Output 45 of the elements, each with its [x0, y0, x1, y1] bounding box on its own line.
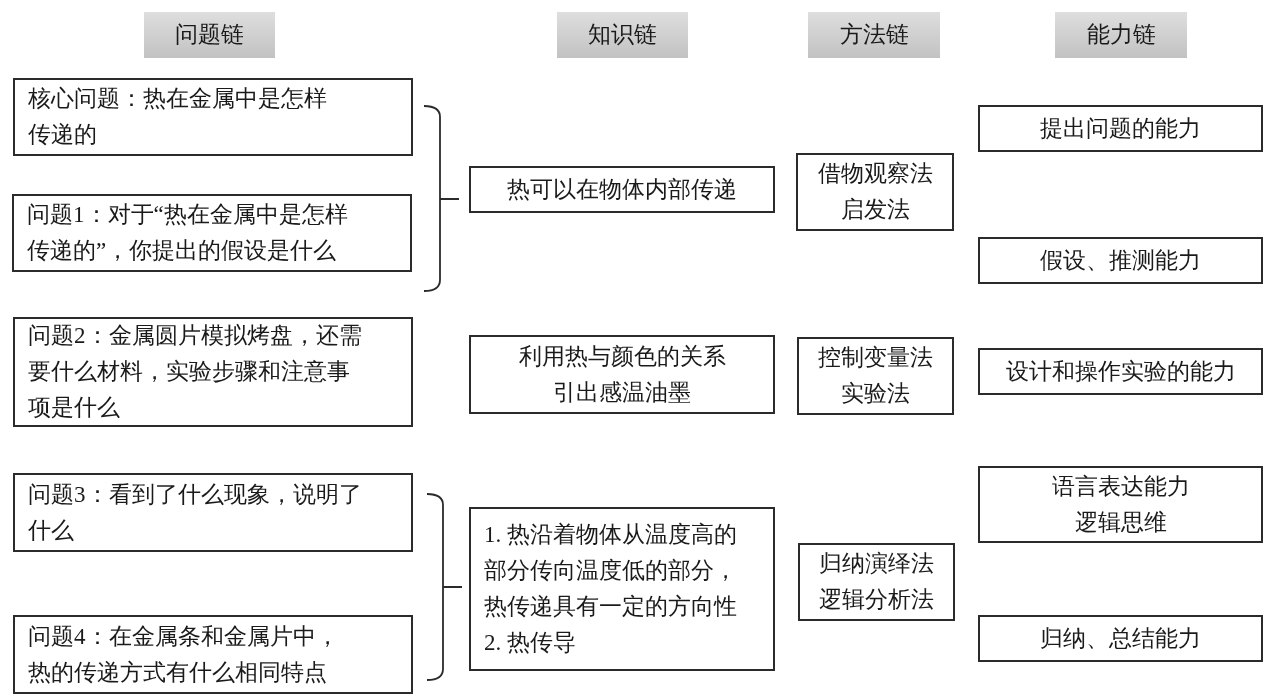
knowledge-box [469, 507, 775, 671]
ability-text: 语言表达能力 [1051, 472, 1190, 501]
column-header [1055, 12, 1187, 58]
header-text: 问题链 [175, 21, 244, 49]
ability-text: 设计和操作实验的能力 [1005, 357, 1236, 386]
ability-box [978, 615, 1263, 662]
question-box [13, 317, 413, 427]
method-text: 实验法 [841, 380, 910, 408]
method-box [797, 337, 954, 415]
question-text: 核心问题：热在金属中是怎样传递的 [28, 85, 328, 149]
knowledge-box [469, 166, 775, 213]
ability-box [978, 105, 1263, 152]
header-text: 方法链 [839, 21, 909, 49]
question-text: 问题3：看到了什么现象，说明了什么 [28, 480, 363, 545]
method-box [796, 153, 954, 231]
question-text: 问题1：对于“热在金属中是怎样传递的”，你提出的假设是什么 [27, 201, 349, 265]
column-header [557, 12, 688, 58]
header-text: 能力链 [1086, 21, 1156, 49]
method-text: 归纳演绎法 [819, 550, 934, 578]
knowledge-text: 热可以在物体内部传递 [507, 175, 737, 204]
ability-box [978, 237, 1263, 284]
question-box [13, 473, 413, 552]
knowledge-text: 利用热与颜色的关系引出感温油墨 [517, 342, 727, 407]
question-box [12, 194, 412, 272]
question-box [13, 78, 413, 156]
ability-text: 提出问题的能力 [1040, 114, 1201, 143]
method-text: 启发法 [840, 196, 910, 224]
question-text: 问题4：在金属条和金属片中，热的传递方式有什么相同特点 [28, 622, 340, 687]
question-box [13, 615, 413, 694]
knowledge-box [469, 335, 775, 414]
question-text: 问题2：金属圆片模拟烤盘，还需要什么材料，实验步骤和注意事项是什么 [28, 322, 363, 422]
column-header [808, 12, 940, 58]
column-header [144, 12, 275, 58]
ability-text: 逻辑思维 [1074, 508, 1167, 537]
method-text: 逻辑分析法 [819, 586, 934, 614]
knowledge-text: 1. 热沿着物体从温度高的部分传向温度低的部分，热传递具有一定的方向性 [484, 521, 738, 621]
method-box [798, 543, 955, 621]
ability-box [978, 348, 1263, 395]
header-text: 知识链 [588, 21, 657, 49]
ability-text: 归纳、总结能力 [1040, 624, 1201, 653]
method-text: 借物观察法 [817, 160, 933, 188]
method-text: 控制变量法 [818, 344, 933, 372]
ability-text: 假设、推测能力 [1040, 246, 1201, 275]
knowledge-text: 2. 热传导 [484, 629, 576, 657]
ability-box [978, 466, 1263, 543]
